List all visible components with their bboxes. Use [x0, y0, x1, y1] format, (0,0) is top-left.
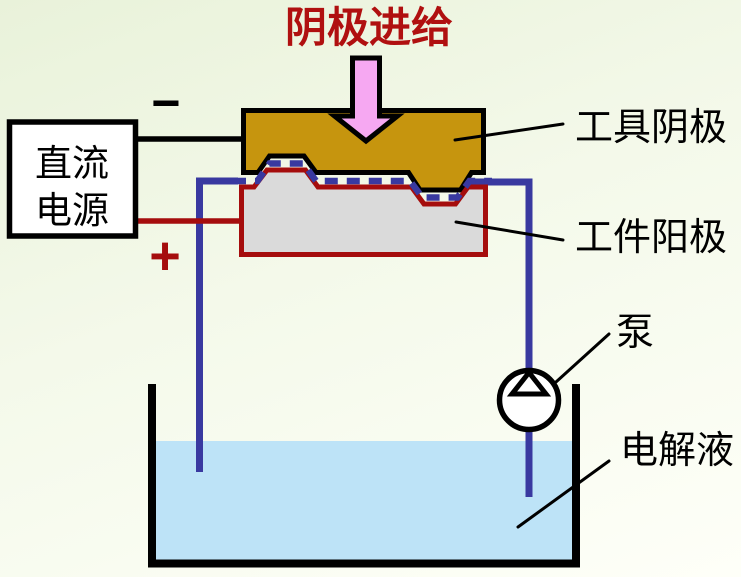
dc-power-supply-label-line2: 电源 [35, 190, 109, 231]
pump-triangle-icon [506, 368, 552, 397]
electrolyte-pipe-left [196, 177, 238, 472]
electrolyte-liquid [156, 441, 573, 562]
workpiece-anode-shape [239, 167, 488, 257]
pointer-line-tool-cathode [453, 122, 565, 142]
label-electrolyte: 电解液 [620, 430, 734, 472]
positive-polarity-symbol: + [149, 226, 181, 286]
label-pump: 泵 [616, 312, 654, 354]
label-workpiece-anode: 工件阳极 [575, 217, 727, 259]
tank [148, 384, 580, 568]
pointer-line-electrolyte [516, 459, 611, 529]
dc-power-supply-label-line1: 直流 [35, 143, 109, 184]
pointer-line-pump [554, 332, 611, 384]
cathode-feed-arrow-icon [327, 55, 405, 145]
label-tool-cathode: 工具阴极 [575, 107, 727, 149]
diagram-title: 阴极进给 [285, 4, 453, 51]
tool-cathode-shape [241, 108, 486, 193]
dc-power-supply-box [6, 119, 139, 239]
negative-polarity-symbol: − [151, 75, 180, 131]
pointer-line-workpiece-anode [454, 220, 565, 242]
